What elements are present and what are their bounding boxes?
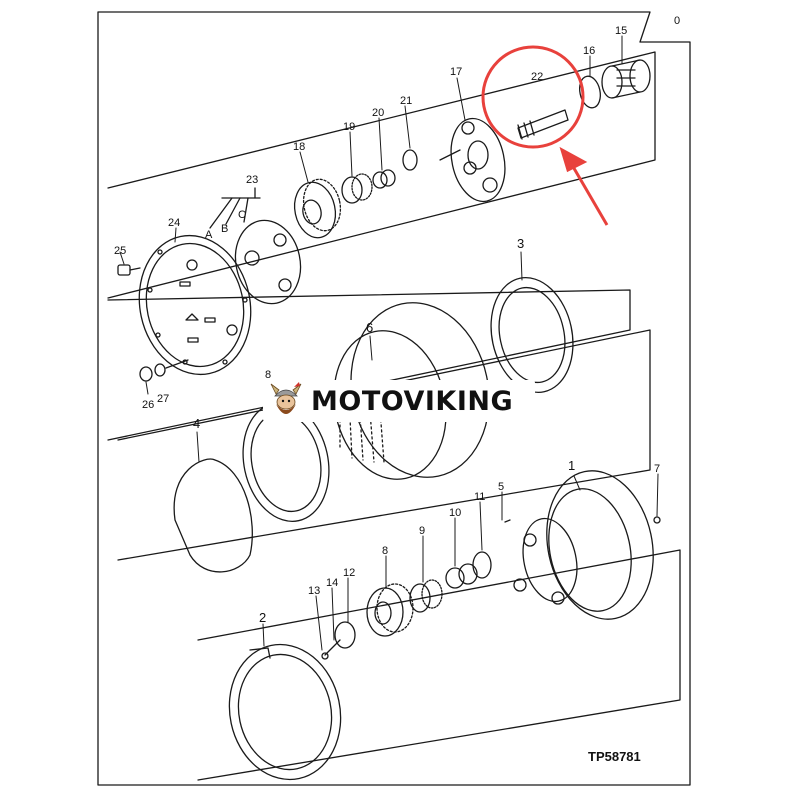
- label-sub-c: C: [238, 209, 246, 221]
- part-17-carrier: [439, 117, 506, 203]
- label-part-27: 27: [157, 393, 169, 405]
- label-part-17: 17: [450, 66, 462, 78]
- label-hidden-fragment: 8: [265, 369, 271, 381]
- part-19-bearing: [341, 173, 373, 204]
- label-part-21: 21: [400, 95, 412, 107]
- label-part-24: 24: [168, 217, 180, 229]
- part-7-screw: [653, 516, 661, 524]
- corner-tab-label: 0: [674, 15, 680, 27]
- highlight-arrow-shaft: [566, 157, 609, 226]
- label-part-18: 18: [293, 141, 305, 153]
- part-26-27-plug: [139, 359, 189, 382]
- label-part-11: 11: [474, 491, 485, 503]
- part-15-coupling: [601, 59, 651, 99]
- label-part-10: 10: [449, 507, 461, 519]
- label-part-5: 5: [498, 481, 504, 493]
- label-part-23: 23: [246, 174, 258, 186]
- label-part-2: 2: [259, 610, 266, 625]
- part-2-ring-gear: [228, 643, 342, 781]
- section-box-top: [107, 51, 656, 299]
- leader-lines: [119, 35, 659, 651]
- part-12-plate: [324, 621, 356, 656]
- part-4-thrust-plate: [173, 458, 253, 573]
- viking-mascot-icon: [270, 382, 302, 414]
- part-24-cover-plate: [138, 234, 252, 376]
- label-part-16: 16: [583, 45, 595, 57]
- brand-name: MOTOVIKING: [311, 385, 514, 417]
- part-1-hub: [504, 470, 654, 620]
- label-part-3: 3: [517, 236, 524, 251]
- label-part-22: 22: [531, 71, 543, 83]
- label-part-19: 19: [343, 121, 355, 133]
- part-9-bearing: [409, 579, 443, 613]
- highlight-annotation: [481, 45, 609, 226]
- label-part-14: 14: [326, 577, 338, 589]
- label-part-9: 9: [419, 525, 425, 537]
- part-22-shaft: [517, 109, 569, 140]
- part-20-spacer: [372, 169, 396, 189]
- part-3-ring: [490, 277, 574, 393]
- part-25-bolt: [117, 264, 141, 276]
- label-sub-a: A: [205, 229, 213, 241]
- part-13-bolt: [321, 652, 329, 660]
- label-part-7: 7: [654, 463, 660, 475]
- part-8-gear: [366, 583, 414, 637]
- part-16-snap-ring: [579, 75, 601, 109]
- label-part-20: 20: [372, 107, 384, 119]
- part-labels: 1 2 3 4 5 6 7 8 9 10 11 12 13 14 15 16 1…: [114, 25, 660, 625]
- part-11-washer: [472, 551, 492, 579]
- highlight-circle: [481, 45, 585, 149]
- page-frame: [97, 11, 691, 786]
- label-part-25: 25: [114, 245, 126, 257]
- label-part-6: 6: [366, 320, 373, 335]
- section-box-bottom: [197, 549, 681, 781]
- part-23-carrier: [209, 187, 302, 305]
- label-part-12: 12: [343, 567, 355, 579]
- drawing-code: TP58781: [588, 749, 641, 764]
- label-part-26: 26: [142, 399, 154, 411]
- label-part-15: 15: [615, 25, 627, 37]
- label-part-8: 8: [382, 545, 388, 557]
- part-18-gear: [293, 178, 342, 239]
- part-10-spacer: [445, 563, 478, 589]
- brand-watermark: MOTOVIKING: [263, 380, 535, 422]
- label-part-4: 4: [193, 416, 200, 431]
- label-part-13: 13: [308, 585, 320, 597]
- part-21-washer: [402, 149, 418, 171]
- label-sub-b: B: [221, 223, 228, 235]
- label-part-1: 1: [568, 458, 575, 473]
- highlight-arrowhead: [559, 146, 588, 173]
